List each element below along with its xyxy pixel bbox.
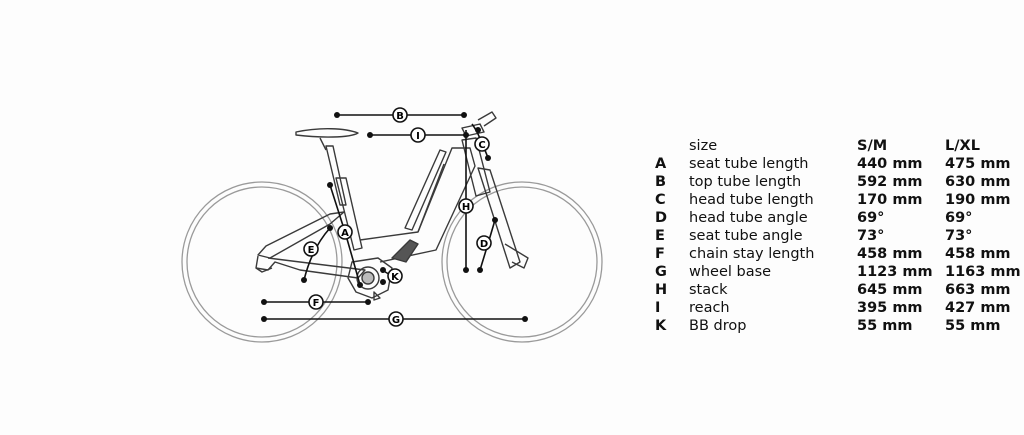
row-letter: I: [655, 300, 661, 316]
row-lxl-value: 1163 mm: [945, 264, 1021, 280]
marker-K: K: [387, 268, 403, 284]
row-label: wheel base: [689, 264, 772, 280]
marker-G: G: [388, 311, 404, 327]
row-label: seat tube length: [689, 156, 809, 172]
row-lxl-value: 458 mm: [945, 246, 1011, 262]
row-label: reach: [689, 300, 730, 316]
marker-E-label: E: [308, 245, 315, 256]
row-lxl-value: 427 mm: [945, 300, 1011, 316]
marker-F-label: F: [313, 298, 320, 309]
header-lxl: L/XL: [945, 138, 980, 154]
bike-frame: [255, 111, 529, 301]
row-letter: H: [655, 282, 668, 298]
front-wheel: [441, 181, 603, 343]
marker-D-label: D: [480, 239, 488, 250]
row-label: stack: [689, 282, 728, 298]
row-label: top tube length: [689, 174, 802, 190]
row-label: BB drop: [689, 318, 747, 334]
row-sm-value: 592 mm: [857, 174, 923, 190]
marker-C-label: C: [478, 140, 485, 151]
row-sm-value: 645 mm: [857, 282, 923, 298]
row-sm-value: 73°: [857, 228, 885, 244]
marker-B-label: B: [396, 111, 404, 122]
marker-I: I: [410, 127, 426, 143]
row-sm-value: 440 mm: [857, 156, 923, 172]
row-sm-value: 395 mm: [857, 300, 923, 316]
row-sm-value: 1123 mm: [857, 264, 933, 280]
row-letter: K: [655, 318, 667, 334]
rear-wheel: [181, 181, 343, 343]
row-lxl-value: 69°: [945, 210, 973, 226]
row-label: head tube length: [689, 192, 814, 208]
marker-G-label: G: [392, 315, 400, 326]
row-sm-value: 170 mm: [857, 192, 923, 208]
marker-C: C: [474, 136, 490, 152]
row-sm-value: 55 mm: [857, 318, 913, 334]
row-sm-value: 69°: [857, 210, 885, 226]
marker-D: D: [476, 235, 492, 251]
row-lxl-value: 55 mm: [945, 318, 1001, 334]
marker-B: B: [392, 107, 408, 123]
marker-H-label: H: [462, 202, 470, 213]
header-sm: S/M: [857, 138, 888, 154]
row-sm-value: 458 mm: [857, 246, 923, 262]
dimension-endpoints: [261, 112, 528, 322]
marker-H: H: [458, 198, 474, 214]
row-letter: D: [655, 210, 668, 226]
marker-I-label: I: [416, 131, 420, 142]
marker-F: F: [308, 294, 324, 310]
row-lxl-value: 73°: [945, 228, 973, 244]
marker-K-label: K: [391, 272, 400, 283]
row-letter: E: [655, 228, 665, 244]
row-lxl-value: 663 mm: [945, 282, 1011, 298]
row-letter: B: [655, 174, 667, 190]
row-letter: C: [655, 192, 666, 208]
marker-E: E: [303, 241, 319, 257]
row-label: seat tube angle: [689, 228, 803, 244]
marker-A: A: [337, 224, 353, 240]
row-lxl-value: 475 mm: [945, 156, 1011, 172]
row-label: chain stay length: [689, 246, 815, 262]
row-letter: A: [655, 156, 667, 172]
marker-A-label: A: [341, 228, 349, 239]
row-lxl-value: 190 mm: [945, 192, 1011, 208]
row-letter: G: [655, 264, 667, 280]
header-size: size: [689, 138, 718, 154]
bike-geometry-diagram: A B C D E F G H: [181, 107, 603, 343]
row-label: head tube angle: [689, 210, 808, 226]
row-letter: F: [655, 246, 665, 262]
row-lxl-value: 630 mm: [945, 174, 1011, 190]
